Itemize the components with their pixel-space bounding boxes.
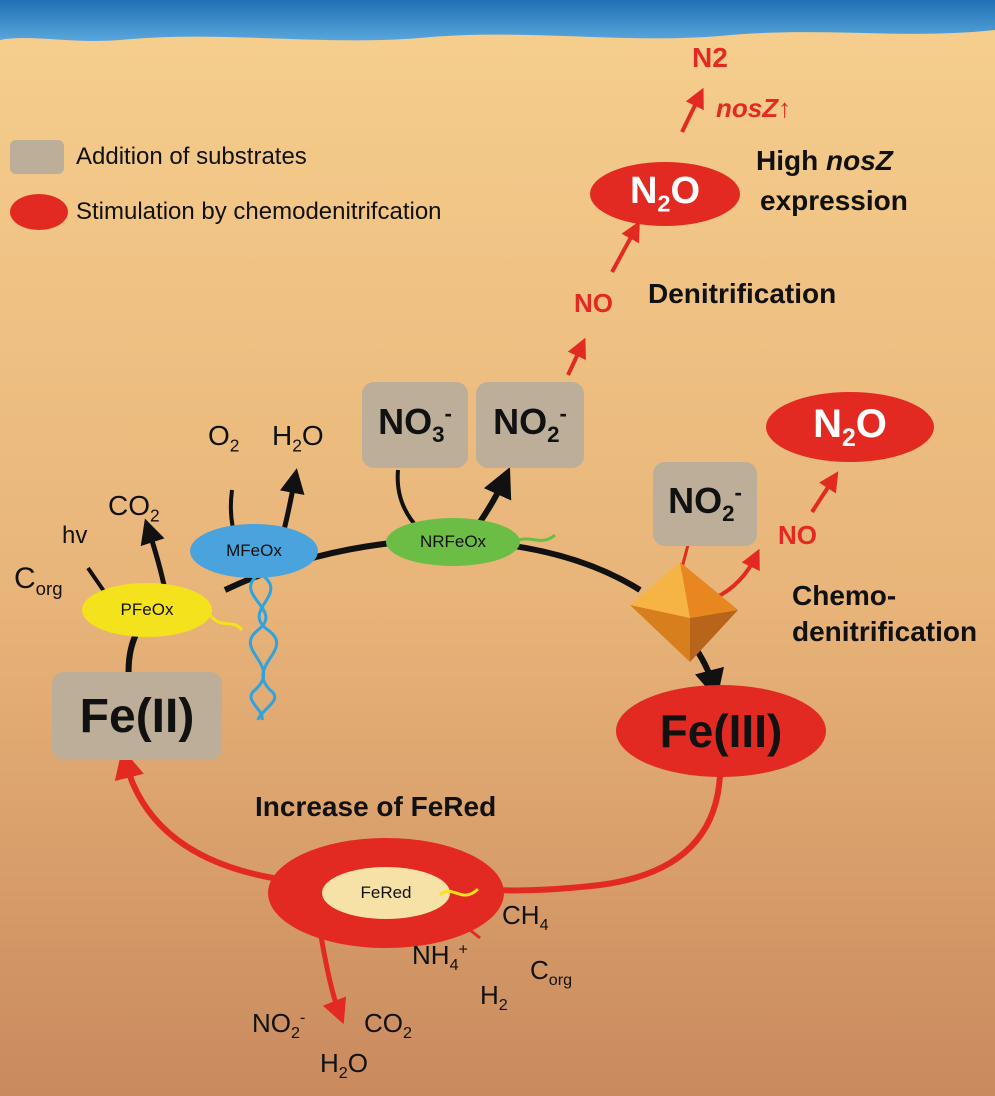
no2-formula-top: NO2- [493, 401, 567, 448]
n2o-formula-denitrification: N2O [629, 170, 701, 217]
arrow-no-to-n2o [610, 220, 640, 273]
arrow-fered-products [317, 929, 347, 1025]
arrow-n2o-to-n2 [680, 87, 704, 133]
ch4-label: CH4 [502, 900, 549, 935]
arrow-no-to-n2o-chemo [810, 471, 839, 514]
increase-fered-label: Increase of FeRed [255, 791, 497, 822]
fered-label: FeRed [360, 883, 412, 902]
nosz-up-label: nosZ↑ [716, 93, 792, 123]
c-org-label-pfeox: Corg [14, 562, 63, 599]
h2o-label-mfeox: H2O [272, 420, 324, 456]
pfeox-label: PFeOx [120, 600, 174, 619]
nh4-label: NH4+ [412, 940, 468, 975]
mineral-octahedron [630, 562, 738, 662]
water-surface [0, 0, 995, 41]
h2-label: H2 [480, 980, 508, 1015]
red-arc-fe3-to-fered [489, 774, 723, 894]
mfeox-cell: MFeOx [190, 524, 318, 578]
arrow-no2-to-no [566, 337, 586, 376]
legend-label-chemo: Stimulation by chemodenitrifcation [76, 198, 442, 225]
red-arrow-fered-to-fe2 [114, 748, 286, 883]
o2-label: O2 [208, 420, 240, 456]
n2o-ellipse-chemo: N2O [766, 392, 934, 462]
pfeox-cell: PFeOx [82, 583, 212, 637]
mfeox-label: MFeOx [226, 541, 282, 560]
no2-product-label: NO2- [252, 1008, 306, 1043]
no-label-chemo: NO [778, 520, 817, 550]
no2-box-chemo: NO2- [653, 462, 757, 546]
denitrification-label: Denitrification [648, 278, 837, 309]
n2-label: N2 [692, 42, 728, 73]
co2-product-label: CO2 [364, 1008, 412, 1043]
c-org-label-fered: Corg [530, 955, 573, 990]
pfeox-flagellum [208, 613, 244, 632]
high-nosz-label: High nosZ [756, 145, 893, 176]
n2o-ellipse-denitrification: N2O [590, 162, 740, 226]
fered-cell: FeRed [322, 867, 450, 919]
chemo-label-line1: Chemo- [792, 580, 897, 611]
n2o-formula-chemo: N2O [813, 401, 887, 452]
expression-label: expression [760, 185, 908, 216]
no3-formula: NO3- [378, 401, 452, 448]
chemo-label-line2: denitrification [792, 616, 978, 647]
line-substrates [469, 928, 481, 940]
legend-swatch-substrates [10, 140, 64, 174]
no-label-denitrification: NO [574, 288, 613, 318]
h2o-product-label: H2O [320, 1048, 368, 1083]
no3-box: NO3- [362, 382, 468, 468]
fe2-label: Fe(II) [79, 689, 195, 743]
fe3-ellipse: Fe(III) [616, 685, 826, 777]
fe3-label: Fe(III) [659, 705, 783, 757]
nrfeox-cell: NRFeOx [386, 518, 520, 566]
fered-flagellum [438, 887, 480, 897]
mfeox-helix-b [249, 573, 268, 721]
no2-formula-chemo: NO2- [668, 480, 742, 527]
fe2-box: Fe(II) [52, 672, 222, 760]
no2-box-top: NO2- [476, 382, 584, 468]
mfeox-helix-a [256, 573, 279, 721]
nrfeox-label: NRFeOx [419, 532, 487, 551]
co2-label-pfeox: CO2 [108, 490, 160, 526]
hv-label: hv [62, 522, 88, 549]
fered-outer-ellipse: FeRed [268, 838, 504, 948]
legend-swatch-chemo [10, 194, 68, 230]
legend-label-substrates: Addition of substrates [76, 143, 307, 170]
